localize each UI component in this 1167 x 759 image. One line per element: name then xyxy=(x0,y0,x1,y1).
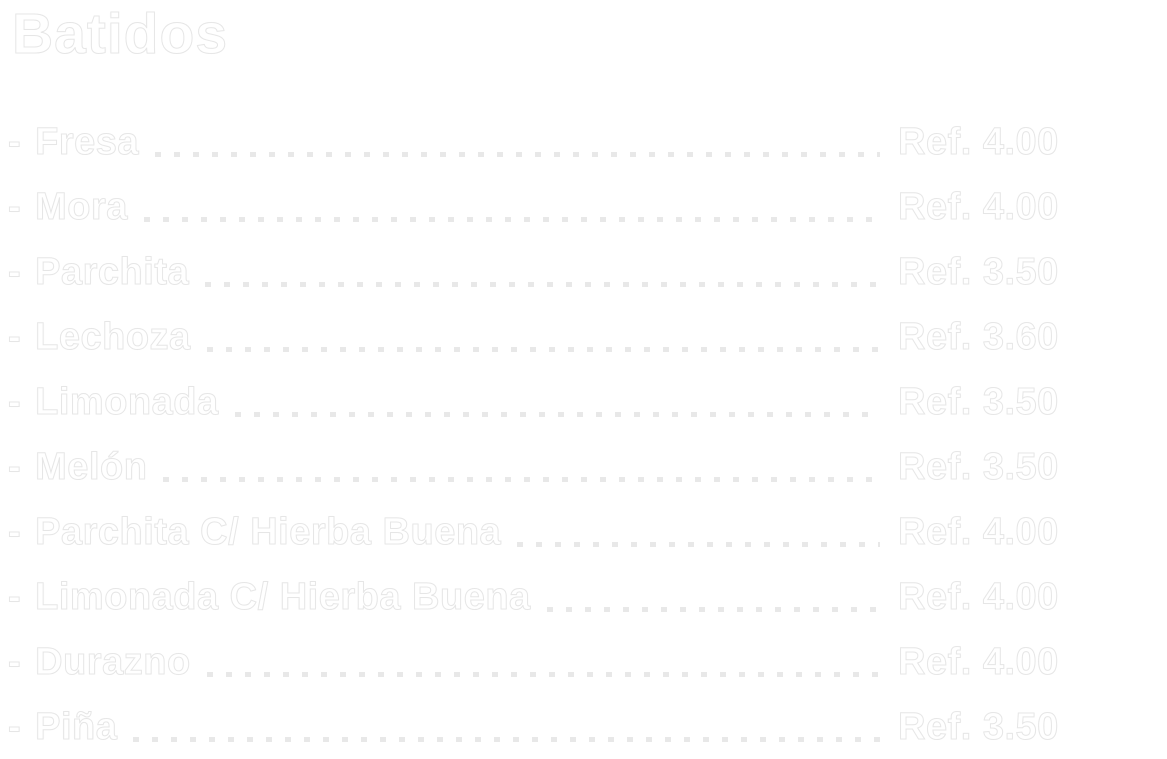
item-price: Ref. 3.50 xyxy=(898,250,1059,293)
menu-item-row: - Limonada C/ Hierba Buena Ref. 4.00 xyxy=(7,565,1157,630)
dotted-leader xyxy=(205,281,880,287)
item-bullet: - xyxy=(7,250,22,293)
item-name: Lechoza xyxy=(35,315,191,358)
item-name: Parchita C/ Hierba Buena xyxy=(35,510,502,553)
dotted-leader xyxy=(163,476,880,482)
menu-item-row: - Parchita Ref. 3.50 xyxy=(7,240,1157,305)
dotted-leader xyxy=(546,606,880,612)
item-price: Ref. 3.60 xyxy=(898,315,1059,358)
item-bullet: - xyxy=(7,445,22,488)
item-bullet: - xyxy=(7,120,22,163)
dotted-leader xyxy=(517,541,880,547)
item-price: Ref. 4.00 xyxy=(898,185,1059,228)
menu-item-row: - Lechoza Ref. 3.60 xyxy=(7,305,1157,370)
item-name: Durazno xyxy=(35,640,191,683)
item-price: Ref. 3.50 xyxy=(898,445,1059,488)
dotted-leader xyxy=(143,216,880,222)
item-bullet: - xyxy=(7,705,22,748)
page-title: Batidos xyxy=(12,2,229,67)
menu-item-row: - Melón Ref. 3.50 xyxy=(7,435,1157,500)
item-price: Ref. 4.00 xyxy=(898,510,1059,553)
menu-item-row: - Limonada Ref. 3.50 xyxy=(7,370,1157,435)
item-bullet: - xyxy=(7,380,22,423)
item-name: Fresa xyxy=(35,120,140,163)
item-bullet: - xyxy=(7,575,22,618)
item-name: Mora xyxy=(35,185,128,228)
menu-item-row: - Piña Ref. 3.50 xyxy=(7,695,1157,759)
item-price: Ref. 4.00 xyxy=(898,640,1059,683)
menu-item-row: - Fresa Ref. 4.00 xyxy=(7,110,1157,175)
dotted-leader xyxy=(206,346,880,352)
item-bullet: - xyxy=(7,640,22,683)
item-price: Ref. 4.00 xyxy=(898,120,1059,163)
item-bullet: - xyxy=(7,510,22,553)
item-name: Piña xyxy=(35,705,118,748)
item-price: Ref. 3.50 xyxy=(898,380,1059,423)
dotted-leader xyxy=(234,411,880,417)
menu-item-row: - Parchita C/ Hierba Buena Ref. 4.00 xyxy=(7,500,1157,565)
item-price: Ref. 4.00 xyxy=(898,575,1059,618)
menu-list: - Fresa Ref. 4.00 - Mora Ref. 4.00 - Par… xyxy=(0,110,1167,759)
item-bullet: - xyxy=(7,185,22,228)
item-name: Parchita xyxy=(35,250,190,293)
item-bullet: - xyxy=(7,315,22,358)
dotted-leader xyxy=(155,151,880,157)
item-name: Melón xyxy=(35,445,148,488)
item-name: Limonada xyxy=(35,380,219,423)
menu-item-row: - Durazno Ref. 4.00 xyxy=(7,630,1157,695)
item-name: Limonada C/ Hierba Buena xyxy=(35,575,531,618)
item-price: Ref. 3.50 xyxy=(898,705,1059,748)
dotted-leader xyxy=(133,736,880,742)
dotted-leader xyxy=(206,671,880,677)
menu-item-row: - Mora Ref. 4.00 xyxy=(7,175,1157,240)
